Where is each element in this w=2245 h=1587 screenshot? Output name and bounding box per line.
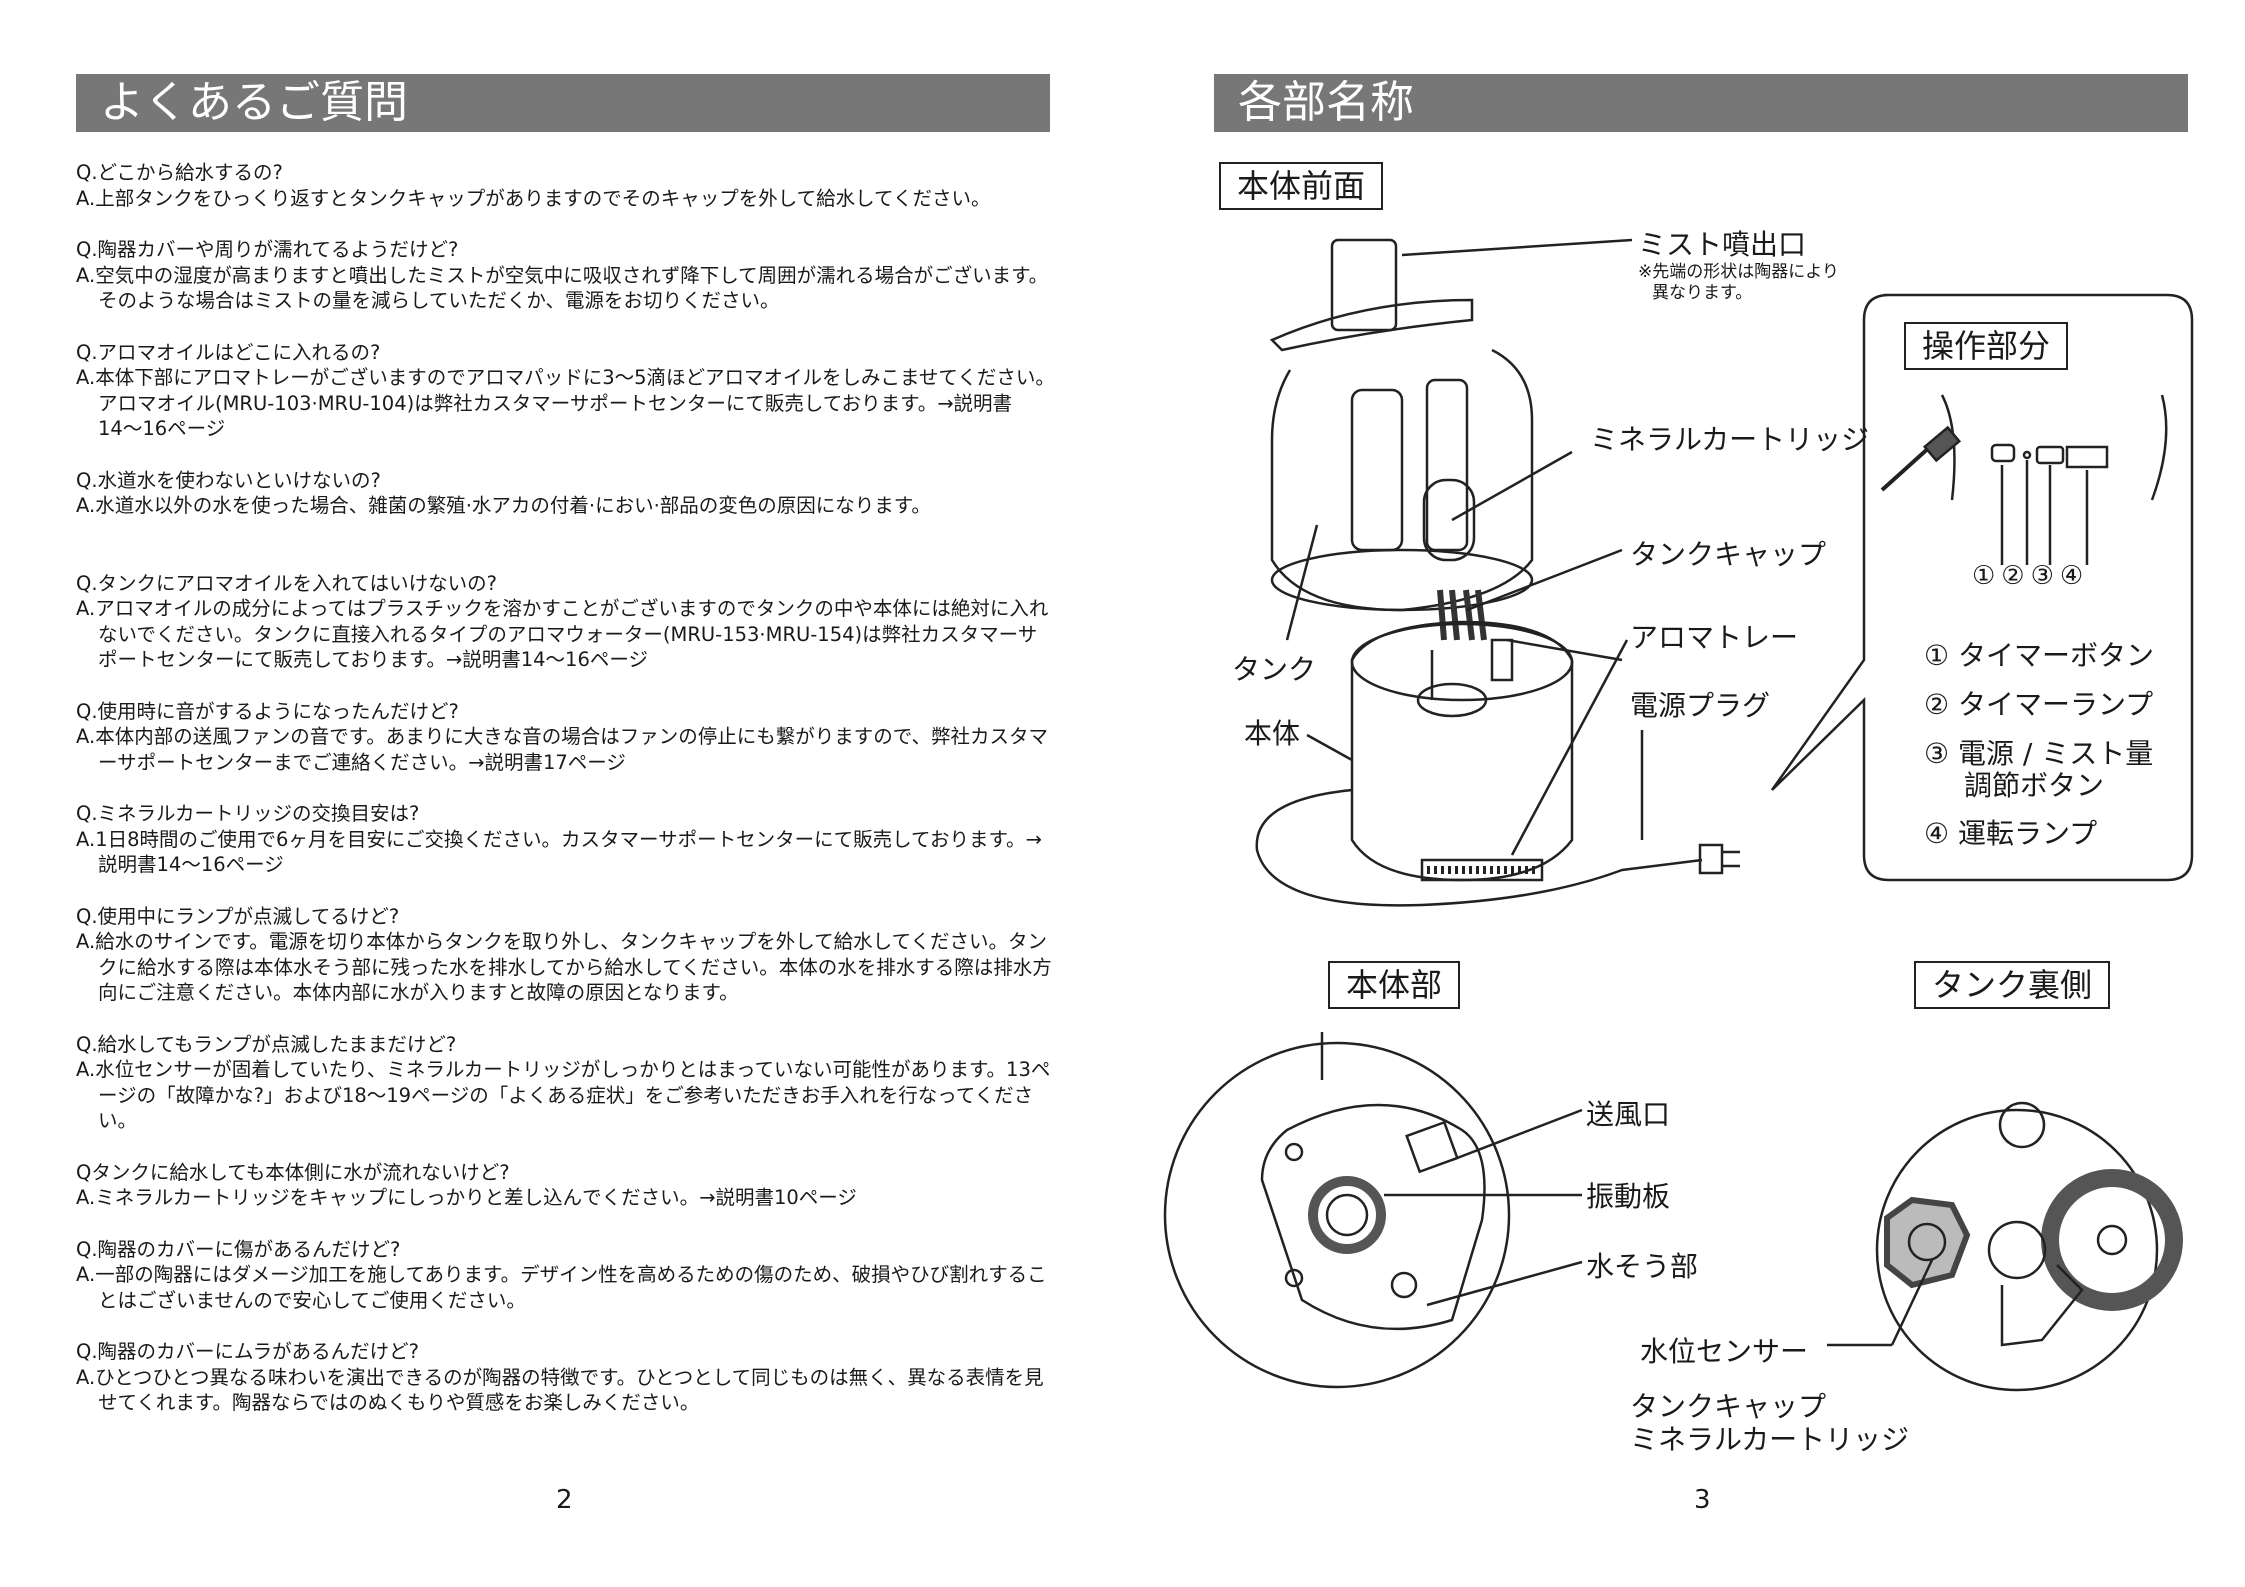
faq-list: Q.どこから給水するの?A.上部タンクをひっくり返すとタンクキャップがありますの… bbox=[76, 160, 1056, 1416]
faq-question: Qタンクに給水しても本体側に水が流れないけど? bbox=[76, 1160, 510, 1184]
label-tank: タンク bbox=[1232, 653, 1317, 686]
label-tank-cap: タンクキャップ bbox=[1630, 538, 1827, 571]
label-aroma-tray: アロマトレー bbox=[1630, 621, 1799, 654]
label-mineral-cartridge: ミネラルカートリッジ bbox=[1590, 423, 1870, 456]
faq-item: Q.陶器カバーや周りが濡れてるようだけど?A.空気中の湿度が高まりますと噴出した… bbox=[76, 237, 1056, 314]
faq-item: Q.陶器のカバーに傷があるんだけど?A.一部の陶器にはダメージ加工を施してありま… bbox=[76, 1237, 1056, 1314]
body-top-circle bbox=[1163, 1041, 1511, 1389]
page-number-left: 2 bbox=[556, 1485, 573, 1515]
control-timer-button: ① タイマーボタン bbox=[1924, 639, 2155, 672]
faq-question: Q.陶器のカバーに傷があるんだけど? bbox=[76, 1237, 401, 1261]
nozzle-shape bbox=[1269, 298, 1474, 352]
faq-question: Q.使用中にランプが点滅してるけど? bbox=[76, 904, 400, 928]
faq-answer: A.本体下部にアロマトレーがございますのでアロマパッドに3〜5滴ほどアロマオイル… bbox=[76, 366, 1055, 440]
faq-item: Q.どこから給水するの?A.上部タンクをひっくり返すとタンクキャップがありますの… bbox=[76, 160, 1056, 211]
left-page: よくあるご質問 Q.どこから給水するの?A.上部タンクをひっくり返すとタンクキャ… bbox=[0, 0, 1122, 1587]
faq-question: Q.陶器のカバーにムラがあるんだけど? bbox=[76, 1340, 419, 1363]
label-mineral-cartridge-back: ミネラルカートリッジ bbox=[1630, 1423, 1910, 1456]
faq-answer: A.給水のサインです。電源を切り本体からタンクを取り外し、タンクキャップを外して… bbox=[76, 930, 1052, 1004]
tank-back-circle bbox=[1875, 1108, 2159, 1392]
label-water-sensor: 水位センサー bbox=[1640, 1335, 1809, 1368]
control-timer-lamp: ② タイマーランプ bbox=[1924, 688, 2154, 721]
faq-answer: A.水道水以外の水を使った場合、雑菌の繁殖·水アカの付着·におい·部品の変色の原… bbox=[76, 494, 931, 517]
label-body: 本体 bbox=[1244, 717, 1301, 750]
faq-item: Q.使用時に音がするようになったんだけど?A.本体内部の送風ファンの音です。あま… bbox=[76, 699, 1056, 776]
mist-outlet-shape bbox=[1330, 238, 1398, 332]
label-vent: 送風口 bbox=[1586, 1098, 1671, 1131]
controls-heading: 操作部分 bbox=[1904, 322, 2069, 370]
parts-title: 各部名称 bbox=[1238, 77, 1414, 128]
faq-title-bar: よくあるご質問 bbox=[76, 74, 1050, 132]
control-adjust-button: 調節ボタン bbox=[1964, 769, 2105, 802]
label-vibration-plate: 振動板 bbox=[1586, 1180, 1671, 1213]
faq-answer: A.ミネラルカートリッジをキャップにしっかりと差し込んでください。→説明書10ペ… bbox=[76, 1186, 857, 1209]
mineral-cartridge-shape bbox=[1422, 478, 1476, 562]
control-power-mist: ③ 電源 / ミスト量 bbox=[1924, 737, 2154, 770]
label-water-tank: 水そう部 bbox=[1586, 1250, 1699, 1283]
faq-question: Q.水道水を使わないといけないの? bbox=[76, 468, 381, 492]
faq-question: Q.アロマオイルはどこに入れるの? bbox=[76, 340, 381, 364]
power-cord-shape bbox=[1255, 788, 1703, 907]
power-plug-shape bbox=[1698, 843, 1724, 875]
faq-item: Q.ミネラルカートリッジの交換目安は?A.1日8時間のご使用で6ヶ月を目安にご交… bbox=[76, 801, 1056, 878]
faq-answer: A.上部タンクをひっくり返すとタンクキャップがありますのでそのキャップを外して給… bbox=[76, 186, 991, 210]
note-mist-shape-1: ※先端の形状は陶器により bbox=[1638, 262, 1839, 282]
faq-question: Q.どこから給水するの? bbox=[76, 161, 283, 184]
faq-answer: A.1日8時間のご使用で6ヶ月を目安にご交換ください。カスタマーサポートセンター… bbox=[76, 827, 1042, 877]
faq-title: よくあるご質問 bbox=[100, 77, 408, 128]
faq-question: Q.給水してもランプが点滅したままだけど? bbox=[76, 1032, 457, 1056]
faq-answer: A.本体内部の送風ファンの音です。あまりに大きな音の場合はファンの停止にも繋がり… bbox=[76, 725, 1048, 774]
faq-answer: A.空気中の湿度が高まりますと噴出したミストが空気中に吸収されず降下して周囲が濡… bbox=[76, 263, 1049, 313]
label-tank-cap-back: タンクキャップ bbox=[1630, 1390, 1827, 1423]
control-run-lamp: ④ 運転ランプ bbox=[1924, 817, 2098, 850]
note-mist-shape-2: 異なります。 bbox=[1652, 283, 1753, 303]
parts-illustration bbox=[1163, 238, 2194, 1392]
faq-item: Q.給水してもランプが点滅したままだけど?A.水位センサーが固着していたり、ミネ… bbox=[76, 1032, 1056, 1134]
faq-answer: A.ひとつひとつ異なる味わいを演出できるのが陶器の特徴です。ひとつとして同じもの… bbox=[76, 1365, 1044, 1415]
faq-item: Q.陶器のカバーにムラがあるんだけど?A.ひとつひとつ異なる味わいを演出できるの… bbox=[76, 1339, 1056, 1416]
tank-back-heading: タンク裏側 bbox=[1914, 961, 2111, 1009]
faq-item: Q.水道水を使わないといけないの?A.水道水以外の水を使った場合、雑菌の繁殖·水… bbox=[76, 468, 1056, 519]
aroma-tray-shape bbox=[1420, 858, 1544, 882]
front-view-heading: 本体前面 bbox=[1219, 162, 1384, 210]
parts-title-bar: 各部名称 bbox=[1214, 74, 2188, 132]
label-power-plug: 電源プラグ bbox=[1630, 689, 1771, 722]
faq-question: Q.使用時に音がするようになったんだけど? bbox=[76, 699, 459, 723]
body-part-heading: 本体部 bbox=[1328, 961, 1461, 1009]
faq-question: Q.陶器カバーや周りが濡れてるようだけど? bbox=[76, 238, 459, 261]
faq-item: Q.タンクにアロマオイルを入れてはいけないの?A.アロマオイルの成分によってはプ… bbox=[76, 571, 1056, 673]
faq-answer: A.アロマオイルの成分によってはプラスチックを溶かすことがございますのでタンクの… bbox=[76, 597, 1049, 671]
faq-item: Qタンクに給水しても本体側に水が流れないけど?A.ミネラルカートリッジをキャップ… bbox=[76, 1160, 1056, 1211]
faq-answer: A.水位センサーが固着していたり、ミネラルカートリッジがしっかりとはまっていない… bbox=[76, 1058, 1051, 1132]
body-shape bbox=[1350, 620, 1574, 882]
label-mist-outlet: ミスト噴出口 bbox=[1638, 228, 1807, 261]
faq-question: Q.ミネラルカートリッジの交換目安は? bbox=[76, 802, 420, 825]
control-numbers: ①②③④ bbox=[1972, 561, 2090, 591]
faq-item: Q.使用中にランプが点滅してるけど?A.給水のサインです。電源を切り本体からタン… bbox=[76, 904, 1056, 1006]
controls-panel-border bbox=[1770, 293, 2194, 882]
faq-answer: A.一部の陶器にはダメージ加工を施してあります。デザイン性を高めるための傷のため… bbox=[76, 1263, 1047, 1312]
faq-item: Q.アロマオイルはどこに入れるの?A.本体下部にアロマトレーがございますのでアロ… bbox=[76, 340, 1056, 442]
page-number-right: 3 bbox=[1694, 1485, 1711, 1515]
right-page: 各部名称 bbox=[1122, 0, 2245, 1587]
faq-question: Q.タンクにアロマオイルを入れてはいけないの? bbox=[76, 571, 497, 595]
